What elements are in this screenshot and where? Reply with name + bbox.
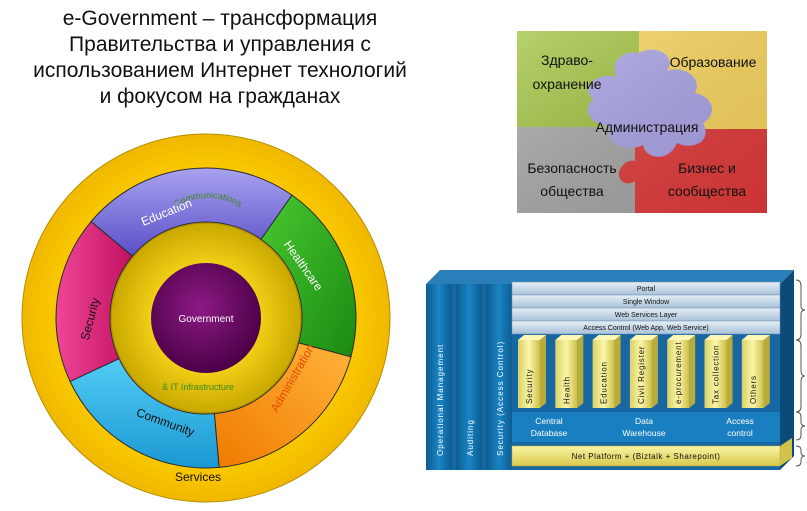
module-column: Civil Register: [629, 335, 658, 408]
data-warehouse: Data Warehouse: [622, 416, 665, 438]
module-label: Education: [600, 361, 609, 404]
module-label: Health: [562, 376, 571, 404]
architecture-diagram: Operational Management Auditing Security…: [426, 270, 806, 470]
puzzle-shade: [517, 31, 767, 213]
module-label: Security: [525, 369, 534, 404]
svg-text:Auditing: Auditing: [466, 419, 475, 456]
title-line: Правительства и управления с: [69, 33, 371, 56]
puzzle-health-label: Здраво-охранение: [532, 52, 601, 92]
vertical-bar-auditing: Auditing: [456, 284, 482, 470]
brace-platform: [795, 445, 806, 467]
svg-text:Database: Database: [531, 428, 568, 438]
data-access-control: Access control: [726, 416, 753, 438]
puzzle-education-label: Образование: [670, 54, 757, 70]
service-segments: [55, 167, 357, 469]
title-line: использованием Интернет технологий: [33, 59, 407, 82]
brace-data: [795, 411, 806, 441]
module-column: Health: [555, 335, 584, 408]
svg-text:Warehouse: Warehouse: [622, 428, 665, 438]
svg-text:Net Platform + (Biztalk + Shar: Net Platform + (Biztalk + Sharepoint): [572, 452, 721, 461]
government-wheel: Government Communications & IT Infrastru…: [21, 133, 391, 503]
svg-text:Central: Central: [535, 416, 563, 426]
government-label: Government: [178, 314, 233, 325]
brace-layers: [795, 279, 806, 341]
segment-security: [55, 220, 134, 383]
module-column: Tax collection: [704, 335, 733, 408]
module-column: Others: [741, 335, 770, 408]
layer-web-services: Web Services Layer: [511, 307, 781, 322]
module-column: Security: [518, 335, 546, 408]
svg-text:control: control: [727, 428, 753, 438]
platform-bar: Net Platform + (Biztalk + Sharepoint): [511, 438, 792, 467]
module-label: Tax collection: [712, 345, 721, 404]
module-column: e-procurement: [667, 335, 696, 408]
layer-access-control: Access Control (Web App, Web Service): [511, 320, 781, 335]
module-label: Civil Register: [637, 346, 646, 404]
puzzle-administration-label: Администрация: [596, 119, 699, 135]
puzzle-diagram: Здраво-охранение Образование Администрац…: [517, 31, 767, 213]
infrastructure-label: & IT Infrastructure: [162, 382, 234, 392]
module-label: e-procurement: [674, 342, 683, 404]
module-column: Education: [592, 335, 621, 408]
svg-text:Security (Access Control): Security (Access Control): [496, 341, 505, 456]
brace-modules: [795, 339, 806, 413]
vertical-bar-operational: Operational Management: [426, 284, 452, 470]
svg-text:Single Window: Single Window: [623, 299, 670, 306]
vertical-bar-security: Security (Access Control): [486, 284, 512, 470]
module-label: Others: [749, 375, 758, 404]
svg-text:Portal: Portal: [637, 286, 656, 293]
svg-text:Web Services Layer: Web Services Layer: [615, 312, 678, 319]
svg-text:Operational Management: Operational Management: [436, 344, 445, 456]
layer-portal: Portal: [511, 281, 781, 296]
back-panel-side: [780, 270, 794, 470]
svg-text:Access: Access: [726, 416, 753, 426]
title-line: e-Government – трансформация: [62, 7, 378, 30]
svg-text:Access Control (Web App, Web: Access Control (Web App, Web Service): [583, 325, 708, 332]
government-core: [151, 263, 261, 373]
module-columns: Security Health Education Civil Register e-p…: [518, 335, 770, 408]
back-panel-top: [426, 270, 794, 284]
data-row: [512, 412, 780, 442]
svg-text:Data: Data: [635, 416, 653, 426]
layer-single-window: Single Window: [511, 294, 781, 309]
page-title: e-Government – трансформация Правительст…: [10, 6, 430, 110]
title-line: и фокусом на гражданах: [99, 85, 341, 108]
services-label: Services: [175, 470, 221, 484]
data-central-database: Central Database: [531, 416, 568, 438]
